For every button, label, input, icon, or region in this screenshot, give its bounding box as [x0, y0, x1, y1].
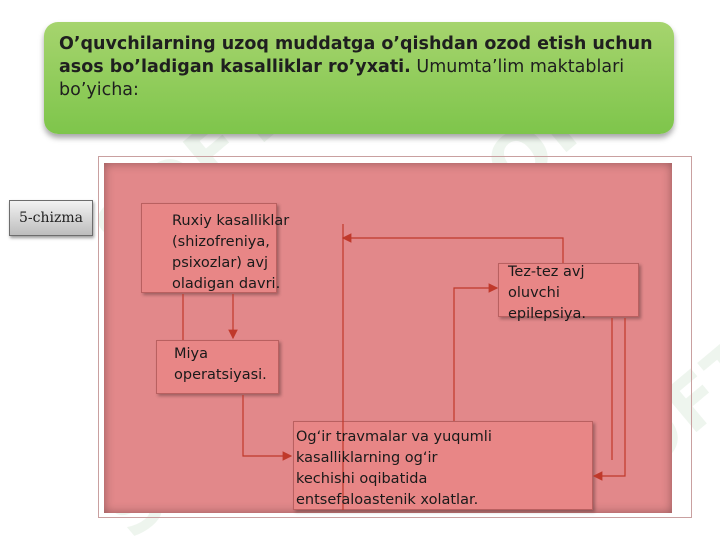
title-normal: Umumta’lim maktablari bo’yicha: — [59, 57, 625, 100]
node-mental-box — [141, 203, 277, 293]
node-mental-label: Ruxiy kasalliklar (shizofreniya, psixozl… — [172, 213, 290, 292]
connector-lines — [182, 224, 626, 510]
node-trauma-label: Og‘ir travmalar va yuqumli kasalliklarni… — [296, 429, 492, 508]
node-brain-label: Miya operatsiyasi. — [174, 346, 267, 383]
figure-label: 5-chizma — [9, 200, 93, 236]
page-title: O’quvchilarning uzoq muddatga o’qishdan … — [59, 33, 659, 102]
title-box — [44, 22, 674, 134]
title-bold: O’quvchilarning uzoq muddatga o’qishdan … — [59, 34, 653, 77]
node-epilepsy-label: Tez-tez avj oluvchi epilepsiya. — [508, 264, 586, 322]
node-epilepsy-box — [498, 263, 639, 317]
diagram-frame — [98, 156, 692, 518]
node-brain-box — [156, 340, 279, 394]
